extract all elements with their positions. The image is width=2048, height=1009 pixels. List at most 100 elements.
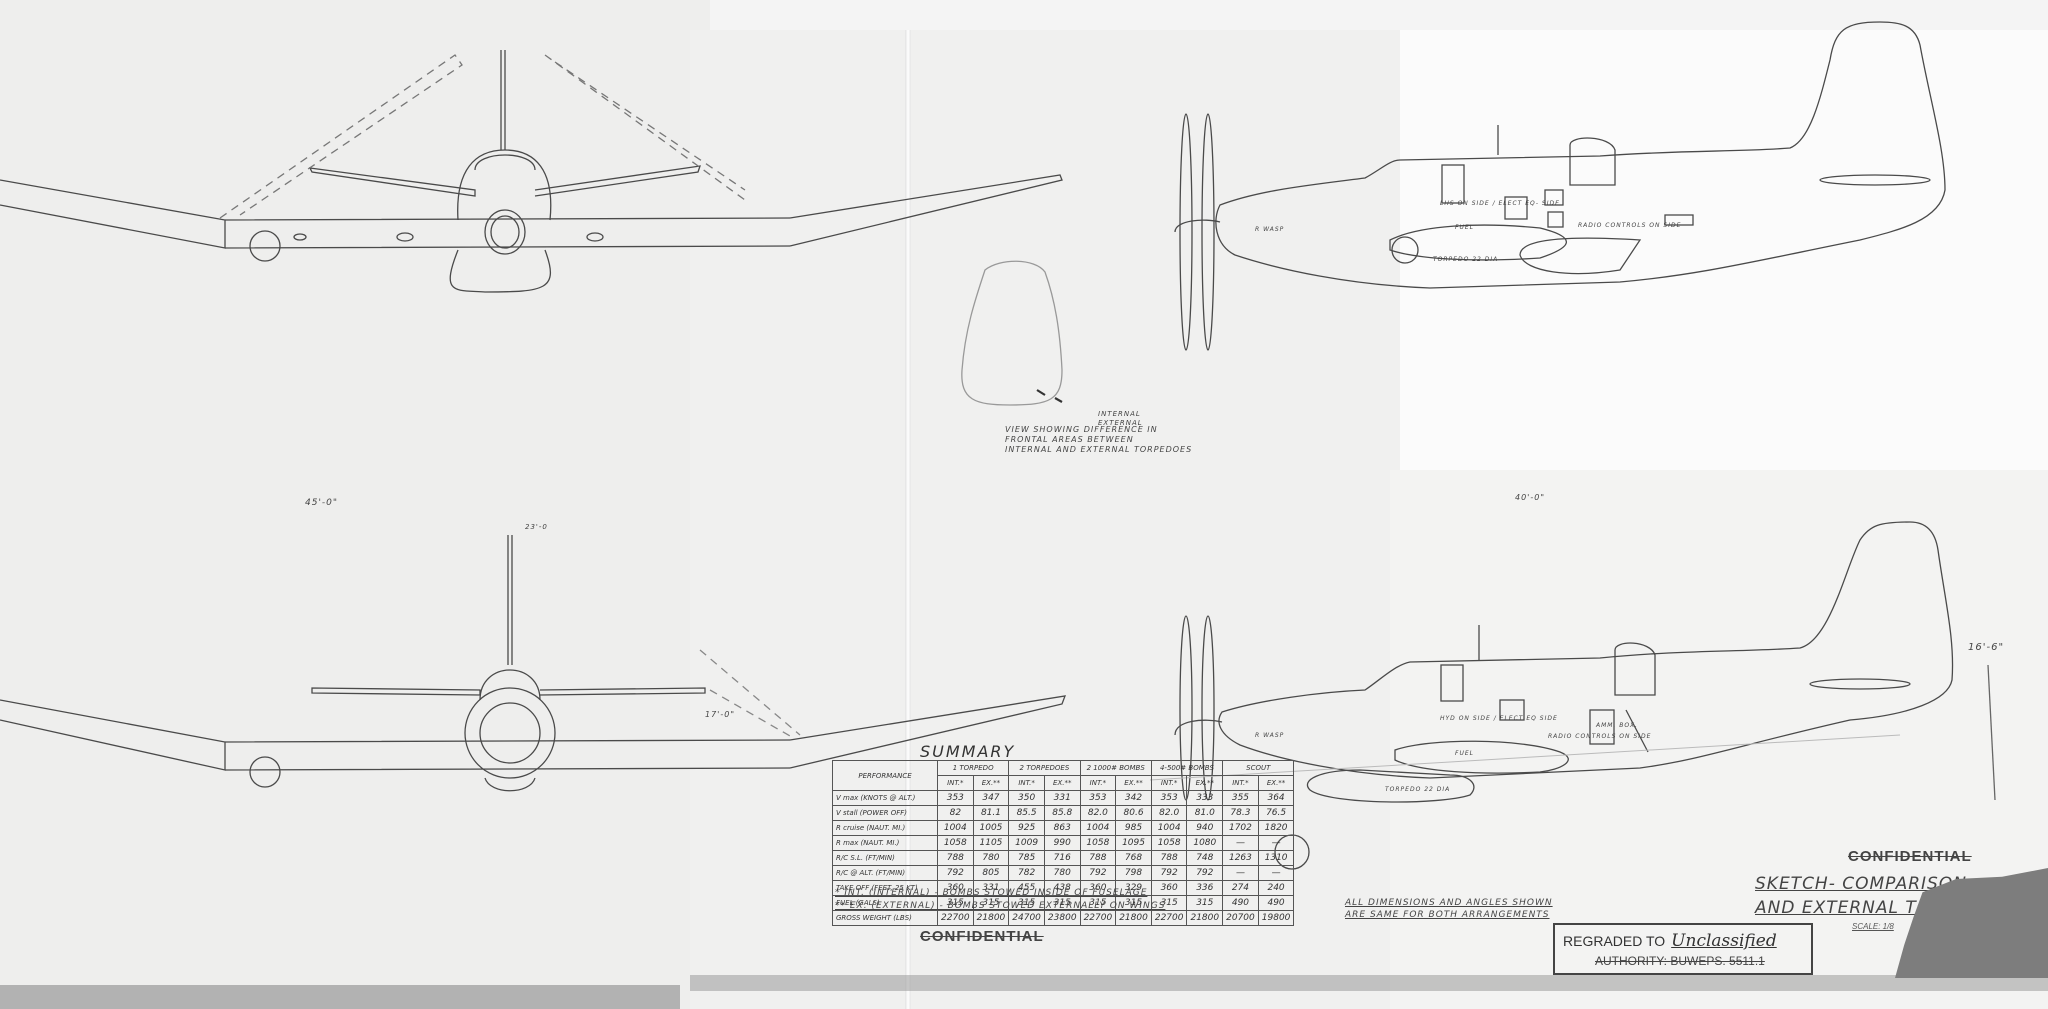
summary-cell: 23800 <box>1043 910 1081 926</box>
footnote-internal: * INT. (INTERNAL) - BOMBS STOWED INSIDE … <box>835 888 1148 898</box>
summary-cell: 240 <box>1257 880 1295 896</box>
summary-cell: 940 <box>1186 820 1224 836</box>
torpedo-label-bottom: TORPEDO 22 DIA <box>1385 786 1451 793</box>
footnote-external: ** EX. (EXTERNAL) - BOMBS STOWED EXTERNA… <box>835 901 1166 911</box>
summary-cell: 364 <box>1257 790 1295 806</box>
summary-row-label: R/C S.L. (FT/MIN) <box>832 850 938 866</box>
summary-cell: 21800 <box>1186 910 1224 926</box>
summary-cell: 22700 <box>937 910 974 926</box>
engine-label-bottom: R WASP <box>1255 732 1285 739</box>
summary-group-header-row: PERFORMANCE 1 TORPEDO 2 TORPEDOES 2 1000… <box>832 760 1295 791</box>
summary-cell: 1004 <box>937 820 974 836</box>
summary-cell: 792 <box>1079 865 1117 881</box>
summary-row-label: R max (NAUT. MI.) <box>832 835 938 851</box>
summary-cell: 798 <box>1115 865 1152 881</box>
summary-cell: 788 <box>937 850 974 866</box>
sub-header-ex: EX.** <box>1043 775 1081 791</box>
summary-cell: 81.0 <box>1186 805 1224 821</box>
sub-header-int: INT.* <box>1150 775 1188 791</box>
summary-cell: 82.0 <box>1150 805 1188 821</box>
corner-header: PERFORMANCE <box>832 760 938 791</box>
group-header: 1 TORPEDO <box>936 760 1010 776</box>
front-view-spread <box>0 535 1067 792</box>
radio-note-bottom: HYD ON SIDE / ELECT EQ SIDE <box>1440 715 1558 722</box>
title-block: SKETCH- COMPARISON AND EXTERNAL TOR <box>1755 872 1967 920</box>
summary-row-label: V stall (POWER OFF) <box>832 805 938 821</box>
summary-cell: 1058 <box>1079 835 1117 851</box>
summary-row-label: R/C @ ALT. (FT/MIN) <box>832 865 938 881</box>
sub-header-int: INT.* <box>1008 775 1045 791</box>
engine-label-top: R WASP <box>1255 226 1285 233</box>
fuel-label-bottom: FUEL <box>1455 750 1474 757</box>
summary-cell: 22700 <box>1150 910 1188 926</box>
summary-cell: 82 <box>937 805 974 821</box>
summary-cell: 780 <box>1043 865 1081 881</box>
summary-cell: 1095 <box>1115 835 1152 851</box>
summary-table: PERFORMANCE 1 TORPEDO 2 TORPEDOES 2 1000… <box>832 760 1295 926</box>
summary-cell: 792 <box>937 865 974 881</box>
side-view-top <box>1174 21 1946 351</box>
summary-cell: 1004 <box>1079 820 1117 836</box>
summary-cell: 792 <box>1150 865 1188 881</box>
section-note: VIEW SHOWING DIFFERENCE IN FRONTAL AREAS… <box>1005 425 1192 455</box>
summary-cell: 985 <box>1115 820 1152 836</box>
sheet-left <box>0 0 710 1009</box>
summary-cell: 22700 <box>1079 910 1117 926</box>
legend-internal: INTERNAL <box>1098 410 1141 418</box>
summary-cell: 1820 <box>1257 820 1295 836</box>
summary-cell: 353 <box>1150 790 1188 806</box>
sub-header-int: INT.* <box>937 775 974 791</box>
sub-header-ex: EX.** <box>1257 775 1295 791</box>
summary-cell: 1058 <box>937 835 974 851</box>
summary-cell: 331 <box>1043 790 1081 806</box>
scan-edge-shadow <box>690 975 2048 991</box>
summary-cell: 80.6 <box>1115 805 1152 821</box>
radio-controls-top: RADIO CONTROLS ON SIDE <box>1578 222 1682 229</box>
scale-label: SCALE: 1/8 <box>1852 922 1894 931</box>
summary-cell: 1058 <box>1150 835 1188 851</box>
fold-line <box>905 30 911 1009</box>
section-note-line: VIEW SHOWING DIFFERENCE IN <box>1005 425 1158 434</box>
dim-fold-height-label: 17'-0" <box>705 710 736 719</box>
summary-cell: — <box>1222 835 1259 851</box>
summary-cell: 336 <box>1186 880 1224 896</box>
summary-cell: 1080 <box>1186 835 1224 851</box>
summary-cell: 19800 <box>1257 910 1295 926</box>
summary-cell: 748 <box>1186 850 1224 866</box>
torpedo-label-top: TORPEDO 22 DIA <box>1433 256 1499 263</box>
summary-cell: 20700 <box>1222 910 1259 926</box>
regraded-signature: Unclassified <box>1671 931 1777 951</box>
group-header: 2 TORPEDOES <box>1008 760 1081 776</box>
summary-cell: 1009 <box>1008 835 1045 851</box>
ammo-box-label: AMM. BOX. <box>1596 722 1638 729</box>
dim-length-label: 40'-0" <box>1515 493 1546 502</box>
summary-cell: 716 <box>1043 850 1081 866</box>
summary-cell: — <box>1222 865 1259 881</box>
dim-fold-label: 23'-0 <box>525 523 548 531</box>
dimensions-note-line1: ALL DIMENSIONS AND ANGLES SHOWN <box>1345 898 1553 908</box>
section-note-line: INTERNAL AND EXTERNAL TORPEDOES <box>1005 445 1193 454</box>
side-view-bottom <box>1174 521 1954 870</box>
summary-cell: 78.3 <box>1222 805 1259 821</box>
confidential-stamp-right: CONFIDENTIAL <box>1848 848 1972 865</box>
summary-cell: 85.8 <box>1043 805 1081 821</box>
summary-cell: 353 <box>937 790 974 806</box>
group-header: 4-500# BOMBS <box>1150 760 1224 776</box>
dim-span-label: 45'-0" <box>305 498 339 508</box>
summary-title: SUMMARY <box>920 742 1016 761</box>
summary-row-label: V max (KNOTS @ ALT.) <box>832 790 938 806</box>
summary-cell: 1105 <box>972 835 1010 851</box>
summary-cell: 490 <box>1257 895 1295 911</box>
summary-cell: 1263 <box>1222 850 1259 866</box>
summary-cell: 1004 <box>1150 820 1188 836</box>
